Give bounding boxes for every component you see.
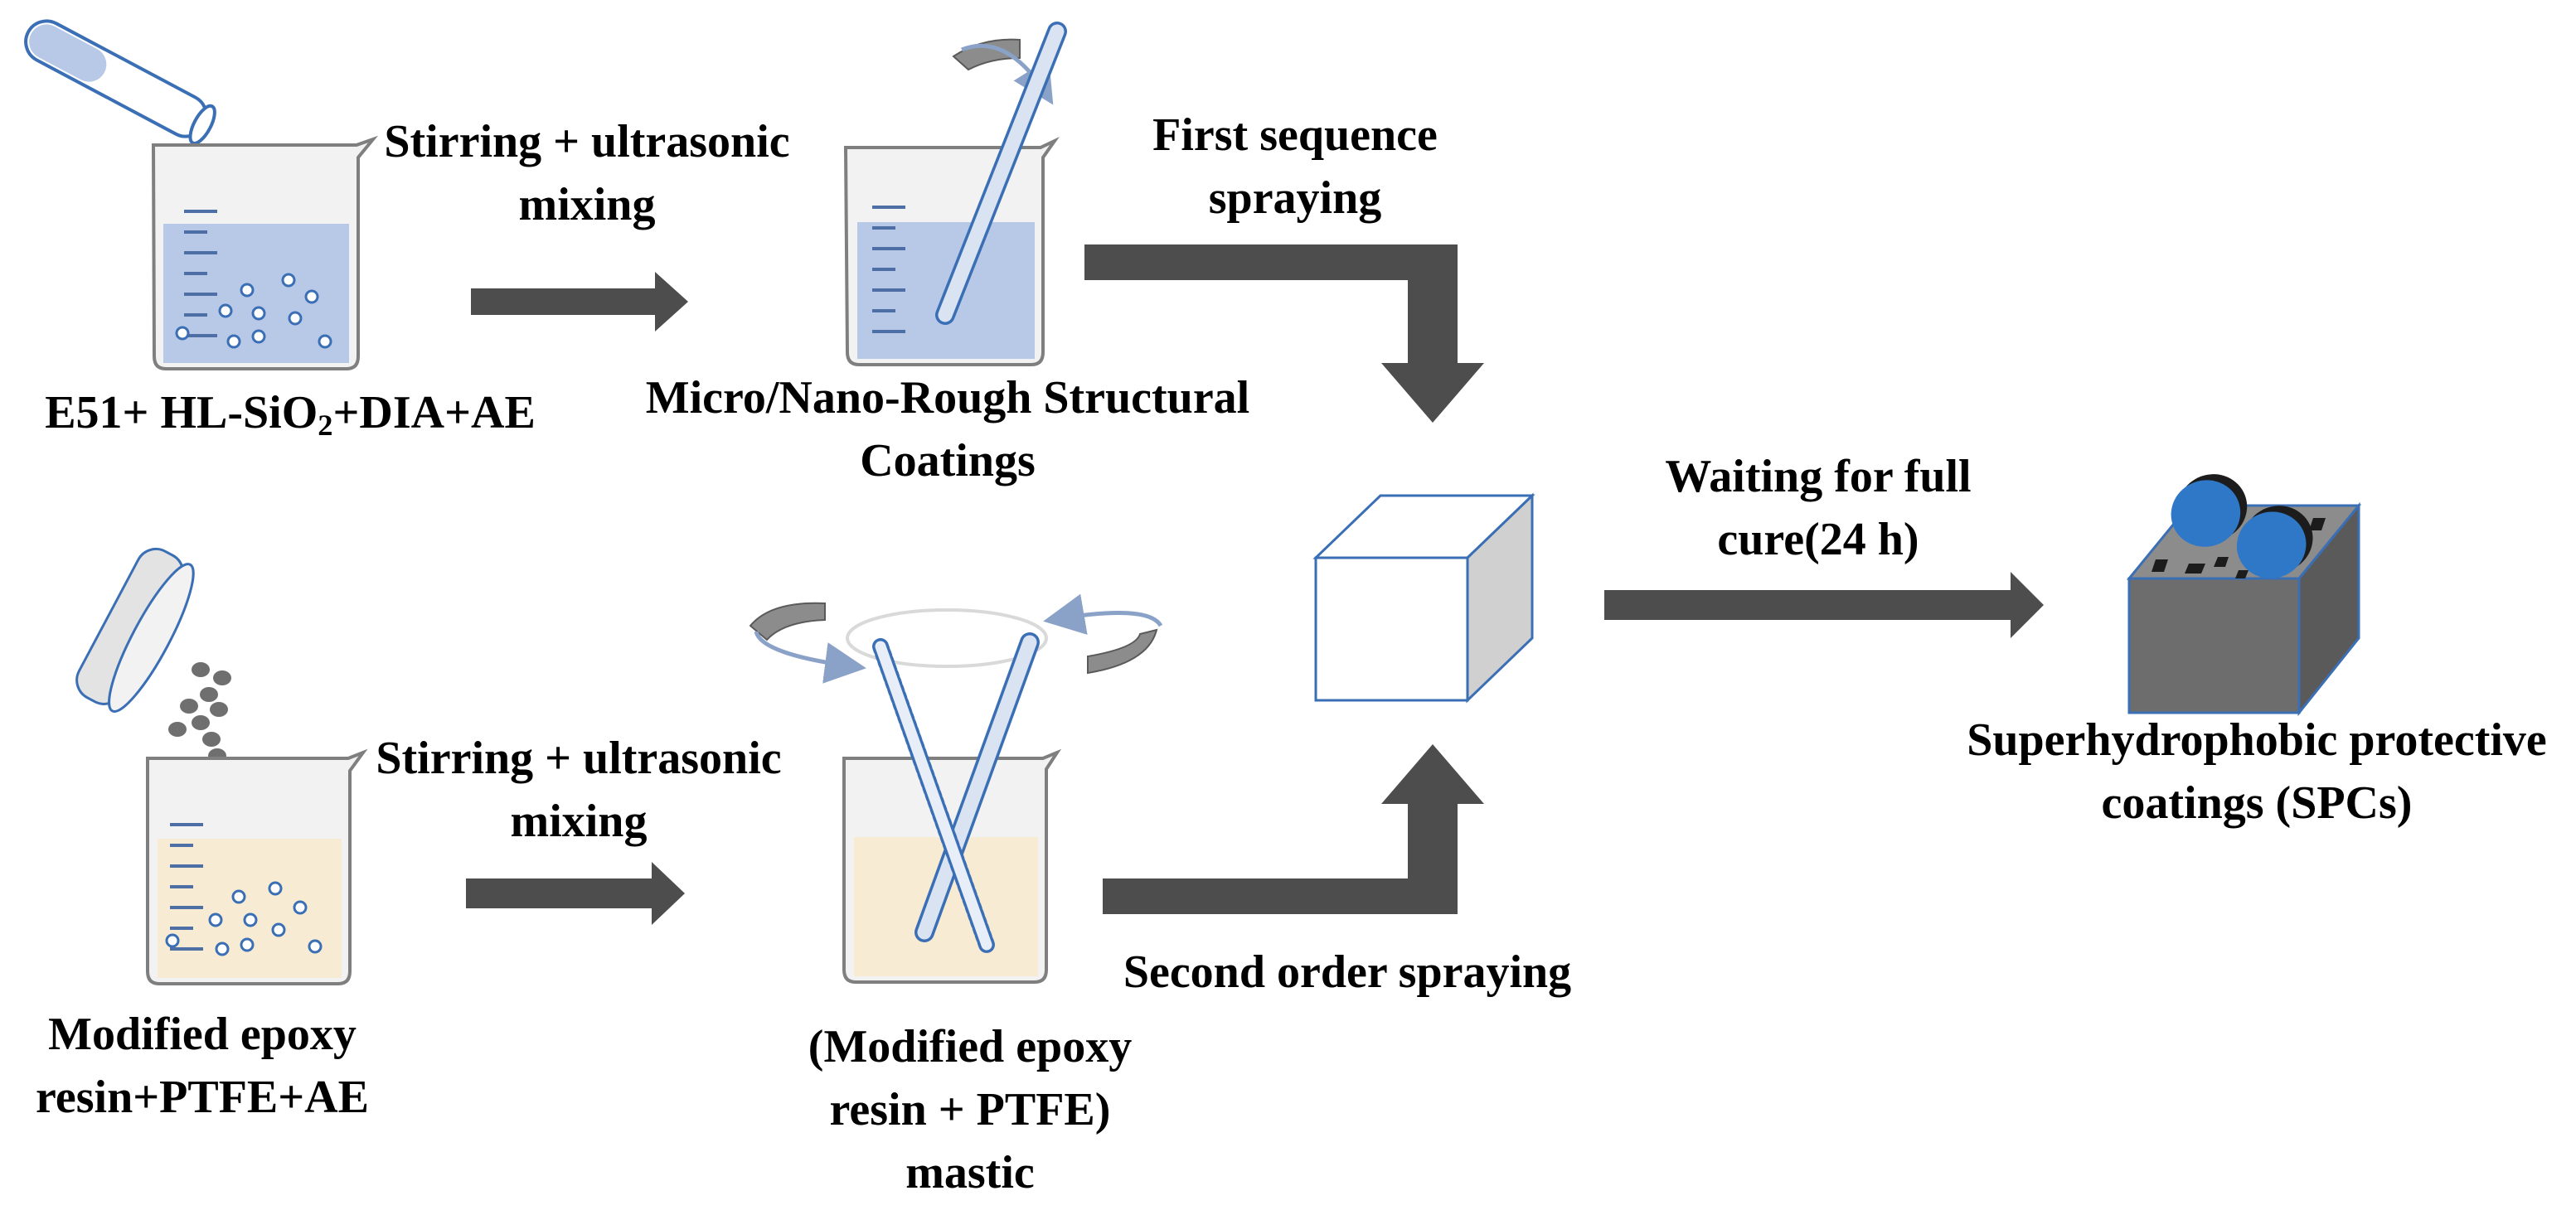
- beaker-stirred-blue-icon: [843, 136, 1060, 366]
- arrow-bottom-spray: [1103, 744, 1484, 914]
- glass-rod-icon: [935, 22, 1067, 325]
- test-tube-icon: [24, 19, 216, 145]
- beaker-cream-icon: [146, 748, 368, 985]
- arrow-top-mix: [471, 272, 688, 332]
- beaker-blue-icon: [151, 135, 379, 370]
- bottom-step2-label: Second order spraying: [1123, 946, 1572, 998]
- substrate-cube-icon: [1312, 492, 1535, 704]
- top-step1-label: Stirring + ultrasonic mixing: [384, 116, 790, 230]
- arrow-top-spray: [1084, 244, 1484, 423]
- glass-rod-dashed-icon: [872, 638, 995, 953]
- dish-lid-icon: [75, 547, 195, 713]
- top-material-label: E51+ HL-SiO2+DIA+AE: [45, 387, 536, 443]
- stir-arrows-bottom-icon: [749, 593, 1163, 684]
- product-label: Superhydrophobic protective coatings (SP…: [1967, 714, 2547, 829]
- coated-block-icon: [2126, 474, 2362, 717]
- top-intermediate-label: Micro/Nano-Rough Structural Coatings: [645, 372, 1250, 486]
- cure-step-label: Waiting for full cure(24 h): [1665, 451, 1972, 565]
- bottom-intermediate-label: (Modified epoxy resin + PTFE) mastic: [808, 1021, 1133, 1198]
- bottom-step1-label: Stirring + ultrasonic mixing: [376, 733, 782, 847]
- bottom-material-label: Modified epoxy resin+PTFE+AE: [36, 1009, 369, 1123]
- arrow-bottom-mix: [466, 862, 685, 925]
- top-step2-label: First sequence spraying: [1152, 109, 1438, 224]
- arrow-cure: [1604, 572, 2044, 638]
- glass-rod-icon: [914, 632, 1040, 942]
